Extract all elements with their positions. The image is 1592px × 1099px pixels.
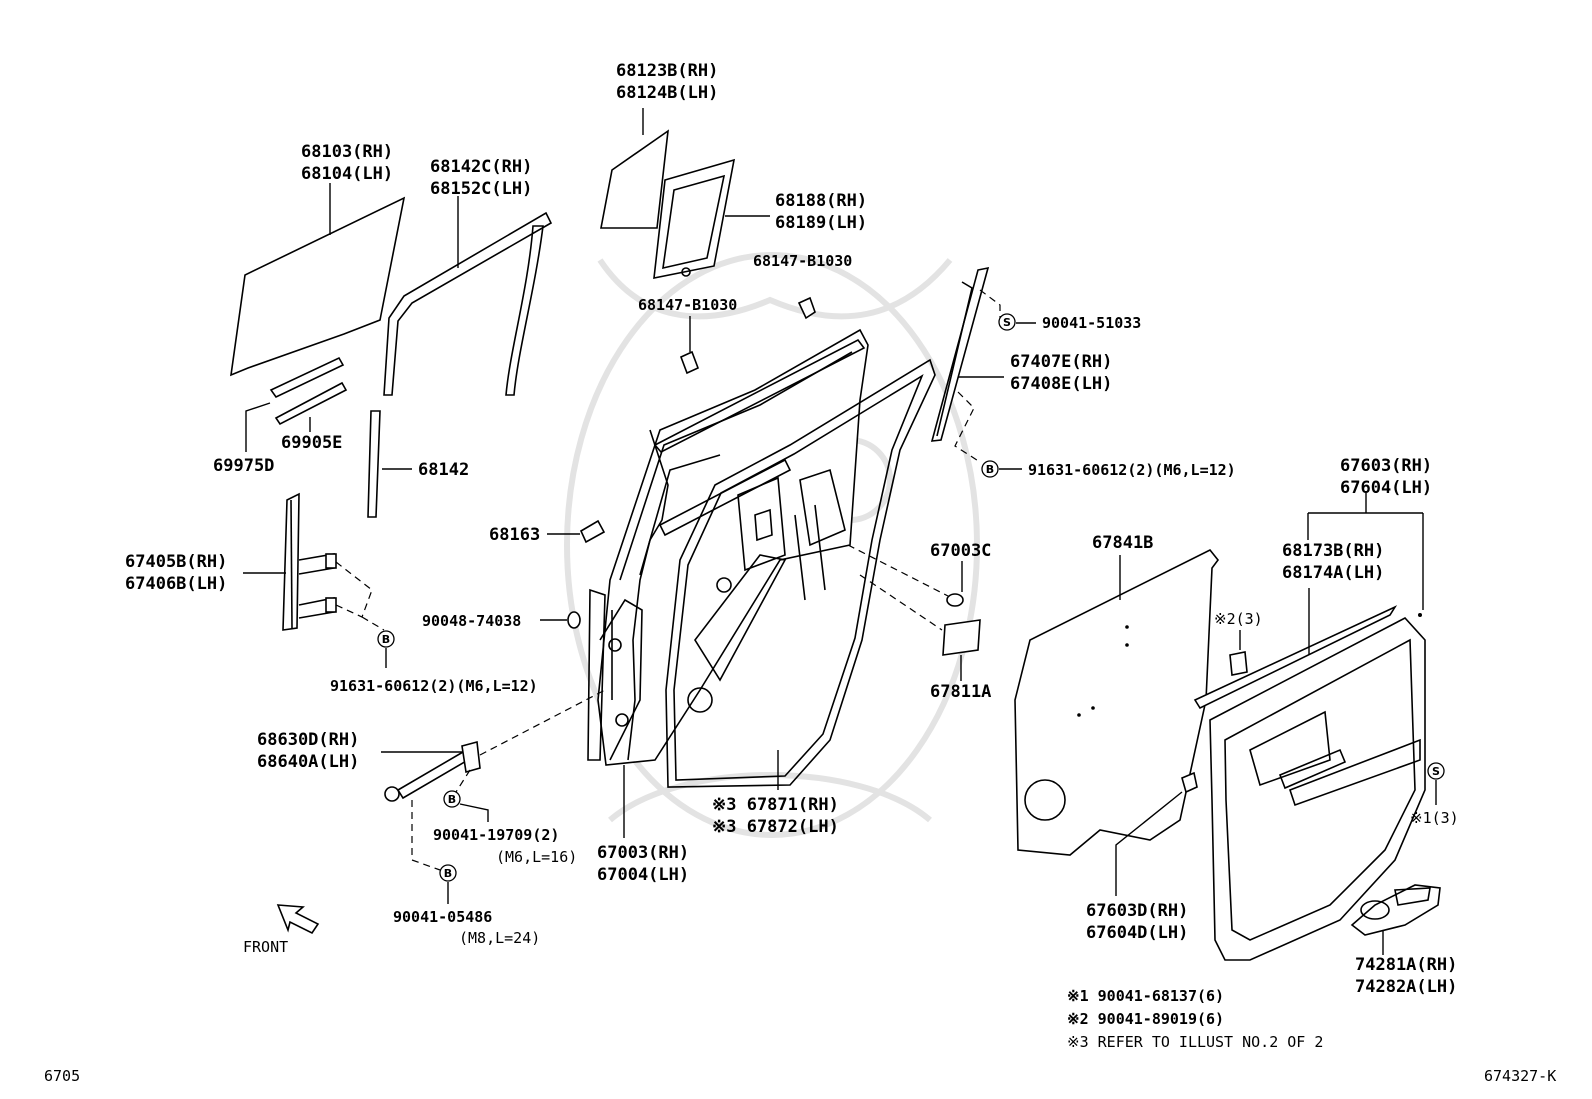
label-68142: 68142 — [418, 460, 469, 480]
symbol-b-3 — [443, 790, 461, 808]
weatherstrip-part[interactable] — [269, 356, 348, 426]
symbol-s-2 — [1427, 762, 1445, 780]
label-67841b: 67841B — [1092, 533, 1153, 553]
symbol-s-2-text: S — [1432, 765, 1440, 778]
label-68640a: 68640A(LH) — [257, 752, 359, 772]
label-67003: 67003(RH) — [597, 843, 689, 863]
label-68630d: 68630D(RH) — [257, 730, 359, 750]
label-90041-19709-spec: (M6,L=16) — [496, 848, 577, 866]
label-67408e: 67408E(LH) — [1010, 374, 1112, 394]
plug-part[interactable] — [567, 611, 581, 629]
label-68189: 68189(LH) — [775, 213, 867, 233]
dash-door-check — [479, 689, 606, 756]
service-cover-part[interactable] — [1014, 548, 1220, 856]
symbol-b-1-text: B — [986, 463, 994, 476]
label-67871: ※3 67871(RH) — [712, 795, 839, 815]
label-67604: 67604(LH) — [1340, 478, 1432, 498]
label-67406b: 67406B(LH) — [125, 574, 227, 594]
leader-69975d — [245, 402, 271, 452]
label-67872: ※3 67872(LH) — [712, 817, 839, 837]
note-2: ※2 90041-89019(6) — [1067, 1010, 1224, 1028]
label-90041-05486: 90041-05486 — [393, 908, 492, 926]
clip-nut-part[interactable] — [1229, 651, 1248, 676]
leader-67603d — [1115, 791, 1183, 896]
division-bar-part[interactable] — [930, 266, 990, 442]
symbol-s-text: S — [1003, 316, 1011, 329]
label-68124b: 68124B(LH) — [616, 83, 718, 103]
label-90041-51033: 90041-51033 — [1042, 314, 1141, 332]
glass-run-part[interactable] — [383, 211, 553, 396]
label-68174a: 68174A(LH) — [1282, 563, 1384, 583]
label-90041-19709: 90041-19709(2) — [433, 826, 559, 844]
label-67603d: 67603D(RH) — [1086, 901, 1188, 921]
label-74282a: 74282A(LH) — [1355, 977, 1457, 997]
label-67003c: 67003C — [930, 541, 991, 561]
label-67604d: 67604D(LH) — [1086, 923, 1188, 943]
dash-19709 — [455, 769, 471, 793]
label-68147-b: 68147-B1030 — [638, 296, 737, 314]
dash-05486 — [411, 800, 441, 871]
label-x2-3: ※2(3) — [1214, 610, 1263, 628]
symbol-b-4-text: B — [444, 867, 452, 880]
symbol-b-2 — [377, 630, 395, 648]
label-67004: 67004(LH) — [597, 865, 689, 885]
label-90048: 90048-74038 — [422, 612, 521, 630]
leader-19709 — [459, 803, 489, 822]
dash-67003c — [847, 544, 949, 597]
label-68147-a: 68147-B1030 — [753, 252, 852, 270]
label-67407e: 67407E(RH) — [1010, 352, 1112, 372]
label-68123b: 68123B(RH) — [616, 61, 718, 81]
door-weatherstrip-part[interactable] — [665, 358, 936, 788]
note-3: ※3 REFER TO ILLUST NO.2 OF 2 — [1067, 1033, 1323, 1051]
door-glass-part[interactable] — [230, 196, 406, 377]
label-67405b: 67405B(RH) — [125, 552, 227, 572]
label-68163: 68163 — [489, 525, 540, 545]
label-68142c: 68142C(RH) — [430, 157, 532, 177]
label-68103: 68103(RH) — [301, 142, 393, 162]
door-panel-part[interactable] — [587, 328, 869, 766]
quarter-glass-part[interactable] — [600, 129, 669, 229]
label-90041-05486-spec: (M8,L=24) — [459, 929, 540, 947]
footer-left-code: 6705 — [44, 1067, 80, 1085]
footer-right-code: 674327-K — [1484, 1067, 1556, 1085]
label-67603: 67603(RH) — [1340, 456, 1432, 476]
label-91631-right: 91631-60612(2)(M6,L=12) — [1028, 461, 1236, 479]
clip-part[interactable] — [679, 296, 816, 375]
label-69905e: 69905E — [281, 433, 342, 453]
label-68188: 68188(RH) — [775, 191, 867, 211]
hinge-part[interactable] — [282, 492, 337, 631]
symbol-b-1 — [981, 460, 999, 478]
label-68152c: 68152C(LH) — [430, 179, 532, 199]
note-1: ※1 90041-68137(6) — [1067, 987, 1224, 1005]
symbol-b-4 — [439, 864, 457, 882]
dash-90041-51033 — [979, 289, 1001, 318]
trim-clip-part[interactable] — [1181, 771, 1198, 794]
door-trim-part[interactable] — [1193, 605, 1426, 961]
dash-91631-left — [335, 561, 385, 631]
dash-67811a — [859, 574, 943, 631]
symbol-b-2-text: B — [382, 633, 390, 646]
seal-strip-part[interactable] — [579, 519, 606, 544]
run-channel-part[interactable] — [367, 410, 381, 518]
label-91631-left: 91631-60612(2)(M6,L=12) — [330, 677, 538, 695]
front-arrow-icon — [276, 904, 320, 935]
cap-part[interactable] — [942, 593, 981, 656]
symbol-b-3-text: B — [448, 793, 456, 806]
leader-67603 — [1307, 491, 1424, 610]
switch-base-part[interactable] — [1350, 884, 1441, 936]
label-67811a: 67811A — [930, 682, 991, 702]
label-x1-3: ※1(3) — [1410, 809, 1459, 827]
label-74281a: 74281A(RH) — [1355, 955, 1457, 975]
label-68104: 68104(LH) — [301, 164, 393, 184]
front-label: FRONT — [243, 938, 288, 956]
label-69975d: 69975D — [213, 456, 274, 476]
label-68173b: 68173B(RH) — [1282, 541, 1384, 561]
symbol-s — [998, 313, 1016, 331]
quarter-frame-part[interactable] — [653, 158, 736, 279]
door-check-part[interactable] — [384, 740, 481, 802]
